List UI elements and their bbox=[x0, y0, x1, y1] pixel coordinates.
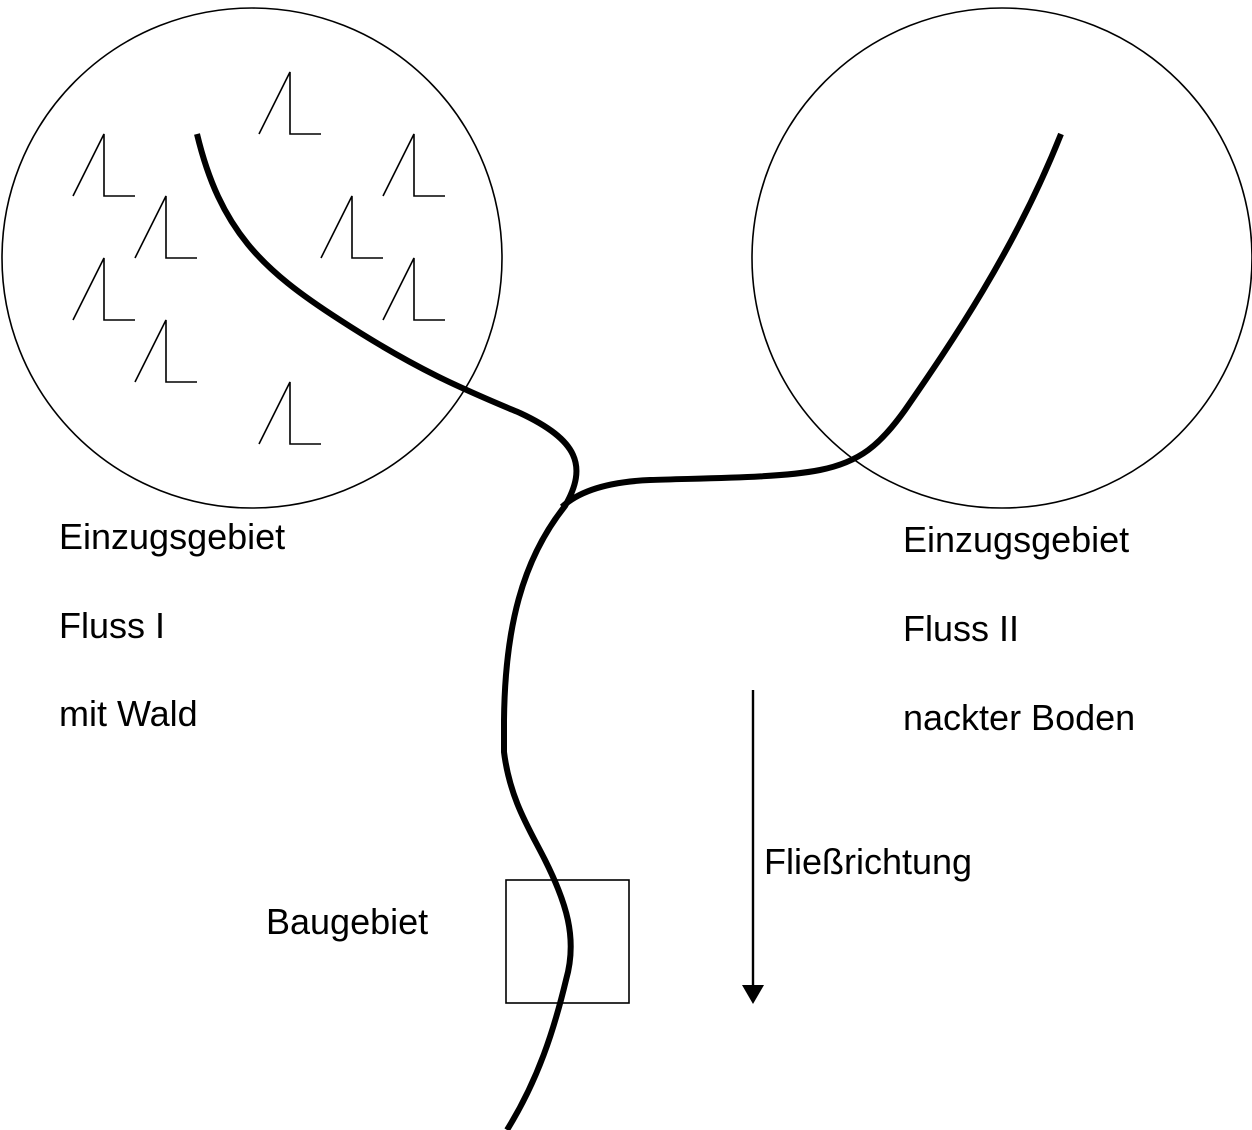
tree-icon bbox=[258, 381, 321, 445]
catchment-1-river-name: Fluss I bbox=[59, 605, 165, 646]
tree-icon bbox=[72, 257, 135, 321]
catchment-1-land-cover: mit Wald bbox=[59, 693, 198, 734]
tree-icon bbox=[258, 71, 321, 135]
catchment-2-title: Einzugsgebiet bbox=[903, 519, 1129, 560]
catchment-2-circle bbox=[751, 7, 1252, 509]
tree-icon bbox=[134, 195, 197, 259]
catchment-2-river-name: Fluss II bbox=[903, 608, 1019, 649]
tree-icon bbox=[382, 257, 445, 321]
building-area-label: Baugebiet bbox=[266, 901, 428, 942]
catchment-1-title: Einzugsgebiet bbox=[59, 516, 285, 557]
tree-icon bbox=[320, 195, 383, 259]
catchment-2-land-cover: nackter Boden bbox=[903, 697, 1135, 738]
flow-direction-arrow bbox=[742, 690, 764, 1004]
forest-symbols bbox=[72, 71, 445, 445]
tree-icon bbox=[72, 133, 135, 197]
catchment-1-circle bbox=[1, 7, 503, 509]
river-tributary bbox=[559, 132, 1064, 510]
building-area-box bbox=[505, 879, 630, 1004]
river-main bbox=[194, 133, 580, 1130]
flow-direction-label: Fließrichtung bbox=[764, 841, 972, 882]
tree-icon bbox=[382, 133, 445, 197]
tree-icon bbox=[134, 319, 197, 383]
